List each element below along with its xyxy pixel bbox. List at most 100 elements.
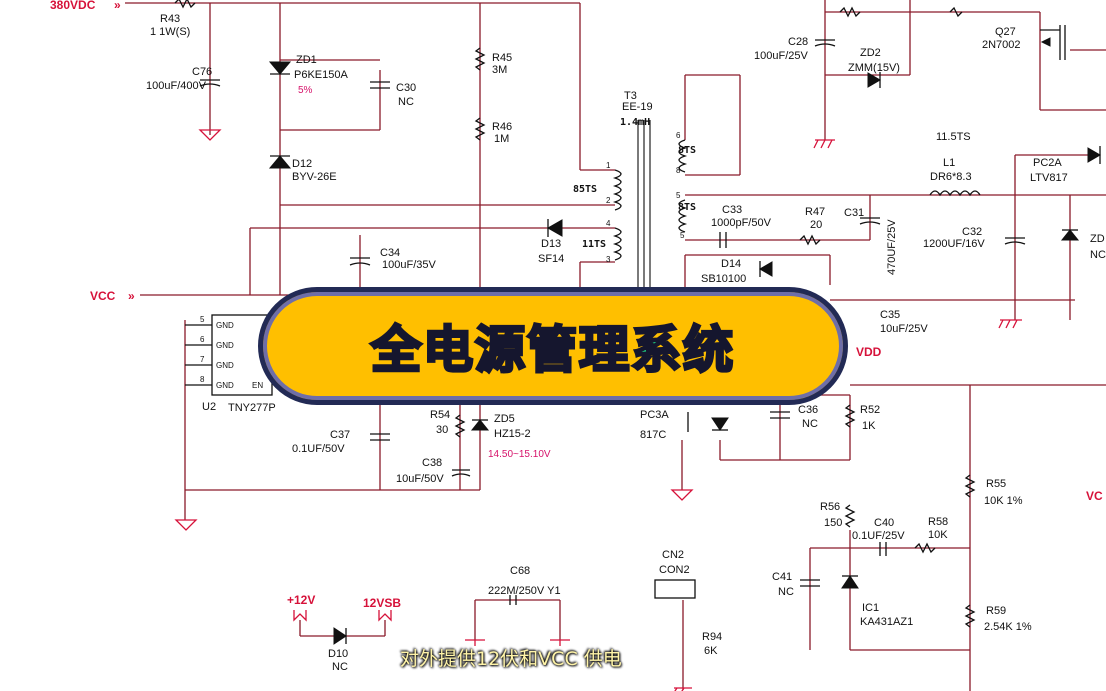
label-c34-ref: C34 [380,247,400,259]
wiring [125,0,1106,691]
label-c32-value: 1200UF/16V [923,238,985,250]
label-r52-ref: R52 [860,404,880,416]
svg-text:8: 8 [676,166,681,175]
label-d12-ref: D12 [292,158,312,170]
svg-text:5: 5 [680,231,685,240]
u2-pin-7: 7 [200,355,205,364]
label-d10-ref: D10 [328,648,348,660]
label-pc2a-value: LTV817 [1030,172,1068,184]
label-d14-value: SB10100 [701,273,746,285]
label-r94-value: 6K [704,645,718,657]
label-c33-ref: C33 [722,204,742,216]
label-zd5-value: HZ15-2 [494,428,531,440]
label-pc3a-value: 817C [640,429,666,441]
label-zd1-tol: 5% [298,85,313,96]
label-r46-value: 1M [494,133,509,145]
label-cn2-value: CON2 [659,564,690,576]
label-c30-ref: C30 [396,82,416,94]
net-arrow-380vdc: » [114,0,121,12]
label-r47-ref: R47 [805,206,825,218]
net-arrow-vcc: » [128,289,135,303]
label-c40-ref: C40 [874,517,894,529]
label-r55-value: 10K 1% [984,495,1023,507]
video-subtitle: 对外提供12伏和VCC 供电 [400,648,622,670]
label-r43-ref: R43 [160,13,180,25]
net-plus12v: +12V [287,593,315,607]
label-c32-ref: C32 [962,226,982,238]
u2-gnd-3: GND [216,361,234,370]
component-labels: R43 1 1W(S) C76 100uF/400V ZD1 P6KE150A … [146,13,1106,673]
label-ic1-value: KA431AZ1 [860,616,913,628]
label-c31-value: 470UF/25V [886,219,898,275]
label-t3-ref: T3 [624,90,637,102]
label-c28-ref: C28 [788,36,808,48]
u2-gnd-4: GND [216,381,234,390]
svg-text:1: 1 [606,161,611,170]
label-r56-ref: R56 [820,501,840,513]
label-zd2-ref: ZD2 [860,47,881,59]
title-banner: 全电源管理系统 [258,287,848,405]
label-zd-right-ref: ZD [1090,233,1105,245]
svg-text:6: 6 [676,131,681,140]
label-r54-value: 30 [436,424,448,436]
label-l1-turns: 11.5TS [936,131,971,143]
label-c36-value: NC [802,418,818,430]
label-c40-value: 0.1UF/25V [852,530,905,542]
label-d13-value: SF14 [538,253,564,265]
label-r59-value: 2.54K 1% [984,621,1032,633]
label-zd1-ref: ZD1 [296,54,317,66]
ground-symbols [174,129,1022,691]
svg-text:3: 3 [606,255,611,264]
net-vc-right: VC [1086,489,1103,503]
label-c38-value: 10uF/50V [396,473,444,485]
svg-text:2: 2 [606,196,611,205]
label-c34-value: 100uF/35V [382,259,436,271]
label-c76-ref: C76 [192,66,212,78]
banner-title: 全电源管理系统 [370,320,735,381]
label-zd2-value: ZMM(15V) [848,62,900,74]
u2-en-pin: EN [252,381,263,390]
label-r56-value: 150 [824,517,842,529]
net-vcc: VCC [90,289,116,303]
u2-pin-8: 8 [200,375,205,384]
svg-text:4: 4 [606,219,611,228]
label-c30-value: NC [398,96,414,108]
label-r55-ref: R55 [986,478,1006,490]
net-labels: 380VDC » VCC » VDD +12V 12VSB VC [50,0,1103,610]
label-zd5-ref: ZD5 [494,413,515,425]
label-r47-value: 20 [810,219,822,231]
label-d10-value: NC [332,661,348,673]
label-l1-value: DR6*8.3 [930,171,972,183]
label-c76-value: 100uF/400V [146,80,207,92]
label-c68-value: 222M/250V Y1 [488,585,561,597]
u2-pin-5: 5 [200,315,205,324]
net-380vdc: 380VDC [50,0,96,12]
label-t3-85ts: 85TS [573,184,597,195]
label-c36-ref: C36 [798,404,818,416]
label-c38-ref: C38 [422,457,442,469]
label-c37-value: 0.1UF/50V [292,443,345,455]
label-r52-value: 1K [862,420,876,432]
label-q27-ref: Q27 [995,26,1016,38]
ic-u2-tny277p: 5 6 7 8 GND GND GND GND EN [185,314,273,396]
label-zd5-range: 14.50~15.10V [488,449,551,460]
label-u2-ref: U2 [202,401,216,413]
label-c41-value: NC [778,586,794,598]
label-r58-ref: R58 [928,516,948,528]
component-symbols [174,0,1101,645]
label-r46-ref: R46 [492,121,512,133]
label-r58-value: 10K [928,529,948,541]
label-r43-value: 1 1W(S) [150,26,190,38]
label-c35-value: 10uF/25V [880,323,928,335]
label-c28-value: 100uF/25V [754,50,808,62]
label-zd1-value: P6KE150A [294,69,348,81]
label-d12-value: BYV-26E [292,171,337,183]
label-d13-ref: D13 [541,238,561,250]
label-pc3a-ref: PC3A [640,409,669,421]
label-c35-ref: C35 [880,309,900,321]
label-r59-ref: R59 [986,605,1006,617]
net-vdd: VDD [856,345,882,359]
label-zd-right-value: NC [1090,249,1106,261]
u2-pin-6: 6 [200,335,205,344]
